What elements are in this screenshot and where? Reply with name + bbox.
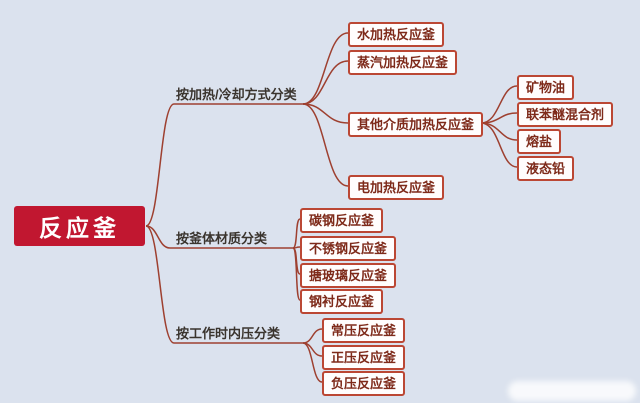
water-heating-node: 水加热反应釜 bbox=[348, 22, 445, 47]
electric-heating-node: 电加热反应釜 bbox=[348, 175, 445, 200]
material-classification-label: 按釜体材质分类 bbox=[176, 231, 268, 246]
link-b1-water bbox=[302, 32, 349, 105]
biphenyl-mixture-node: 联苯醚混合剂 bbox=[517, 102, 614, 127]
link-b1-other-medium bbox=[302, 103, 349, 124]
steam-heating-node: 蒸汽加热反应釜 bbox=[348, 50, 458, 75]
link-b2-glass-lined bbox=[292, 247, 301, 275]
link-om-mineral-oil bbox=[480, 85, 518, 124]
link-b2-steel-lined bbox=[292, 247, 301, 301]
link-om-liquid-lead bbox=[480, 122, 518, 168]
pressure-classification-label: 按工作时内压分类 bbox=[176, 326, 281, 341]
link-b3-atmospheric bbox=[302, 328, 323, 344]
link-b3-negative bbox=[302, 342, 323, 383]
link-b1-electric bbox=[302, 103, 349, 187]
link-om-biphenyl bbox=[480, 112, 518, 124]
watermark-blur bbox=[508, 381, 636, 401]
negative-pressure-node: 负压反应釜 bbox=[322, 371, 406, 396]
stainless-steel-node: 不锈钢反应釜 bbox=[300, 236, 397, 261]
link-b2-carbon-steel bbox=[292, 218, 301, 249]
other-medium-heating-node: 其他介质加热反应釜 bbox=[348, 112, 484, 137]
molten-salt-node: 熔盐 bbox=[517, 129, 562, 154]
heating-classification-label: 按加热/冷却方式分类 bbox=[176, 87, 297, 102]
link-root-branch1 bbox=[145, 103, 303, 227]
steel-lined-node: 钢衬反应釜 bbox=[300, 289, 384, 314]
glass-lined-node: 搪玻璃反应釜 bbox=[300, 263, 397, 288]
link-b2-stainless bbox=[292, 246, 301, 249]
atmospheric-pressure-node: 常压反应釜 bbox=[322, 318, 406, 343]
positive-pressure-node: 正压反应釜 bbox=[322, 345, 406, 370]
mineral-oil-node: 矿物油 bbox=[517, 75, 575, 100]
link-b3-positive bbox=[302, 342, 323, 357]
liquid-lead-node: 液态铅 bbox=[517, 156, 575, 181]
link-b1-steam bbox=[302, 60, 349, 105]
root-node: 反应釜 bbox=[14, 206, 145, 246]
carbon-steel-node: 碳钢反应釜 bbox=[300, 208, 384, 233]
link-om-molten-salt bbox=[480, 122, 518, 141]
